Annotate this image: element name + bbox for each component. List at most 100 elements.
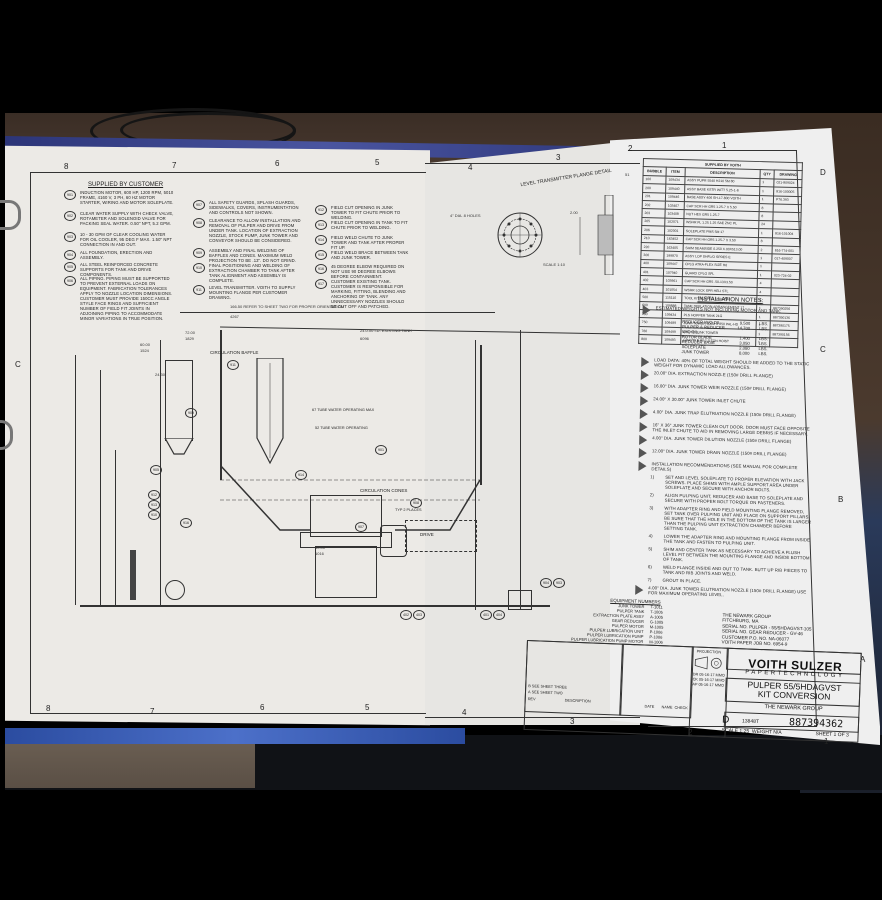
weight-value: 8,000 — [738, 350, 750, 356]
callout-bubble: 401 — [480, 610, 492, 620]
top-dim-mm: 4267 — [230, 314, 239, 319]
junk-tower — [165, 360, 193, 441]
note-text: 16" X 36" JUNK TOWER CLEAN OUT DOOR. DOO… — [652, 422, 810, 437]
installation-note: 20.00" DIA. EXTRACTION NOZZLE (150# DRIL… — [640, 369, 816, 385]
dimension-line — [75, 355, 76, 605]
table-cell: 2 — [757, 245, 773, 255]
dimension-line — [475, 340, 476, 610]
drive-motor-coupling — [380, 525, 407, 557]
zone-A: A — [860, 655, 866, 664]
drawing-number: 887394362 — [788, 717, 844, 731]
zone-2: 2 — [628, 144, 633, 153]
zone-8: 8 — [64, 162, 69, 171]
tank-wall-right — [480, 345, 482, 485]
callout-bubble: 903 — [553, 578, 565, 588]
note-bubble: 914 — [315, 235, 327, 245]
note-text: LEVEL TRANSMITTER. VOITH TO SUPPLY MOUNT… — [209, 285, 296, 300]
callout-bubble: 916 — [180, 518, 192, 528]
installation-step: 3)WITH ADAPTER RING AND FIELD MOUNTING F… — [649, 505, 813, 534]
zone-1-bottom: 1 — [824, 737, 829, 746]
typ-places-label: TYP 2 PLACES — [395, 508, 422, 512]
table-cell: 4 — [756, 287, 772, 297]
stand-pipe — [130, 550, 136, 600]
note-text: FINAL POSITIONING AND WELDING OF EXTRACT… — [209, 263, 295, 283]
binder-edge — [5, 728, 465, 744]
flange-scale: SCALE 1:10 — [543, 262, 566, 267]
step-text: LOWER THE ADAPTER RING AND MOUNTING FLAN… — [663, 533, 811, 547]
table-cell: 1 — [757, 270, 772, 280]
note-text: 20.00" DIA. EXTRACTION NOZZLE (150# DRIL… — [653, 370, 773, 379]
drive-label: DRIVE — [420, 532, 434, 537]
installation-step: 1)SET AND LEVEL SOLEPLATE TO PROPER ELEV… — [650, 474, 813, 493]
weights-note: ESTIMATED WEIGHTS NOT INCLUDING MOTOR AN… — [655, 305, 782, 314]
triangle-notes: LOAD DATA: 40% OF TOTAL WEIGHT SHOULD BE… — [638, 356, 816, 476]
weight-unit: LBS. — [759, 326, 769, 332]
note-triangle-icon — [639, 408, 649, 420]
floor-wood — [5, 742, 255, 788]
note-bubble: 909 — [193, 248, 205, 258]
note-text: 4.00" DIA. JUNK TRAP ELUTRIATION NOZZLE … — [652, 409, 796, 419]
note-bubble: 915 — [315, 250, 327, 260]
tank-dim: 24.0.00 I.D. EXISTING TANK — [360, 328, 412, 333]
note-bubble: 911 — [193, 285, 205, 295]
note-bubble: 913 — [315, 220, 327, 230]
scale-value: 1:25 — [739, 728, 750, 735]
cage-code: 13848T — [741, 718, 760, 725]
note-text: FIELD CUT OPENING IN JUNK TOWER TO FIT C… — [331, 205, 401, 220]
zone-4-bottom: 4 — [462, 708, 467, 717]
ground-line — [80, 605, 550, 607]
rev-letter: B — [528, 684, 531, 689]
dimension-line — [220, 326, 620, 335]
note-bubble: 906 — [64, 276, 76, 286]
note-text: CLEAR WATER SUPPLY WITH CHECK VALVE, ROT… — [80, 211, 174, 226]
installation-note: 16" X 36" JUNK TOWER CLEAN OUT DOOR. DOO… — [639, 421, 814, 437]
binder-ring — [0, 200, 21, 230]
dimension-line — [520, 330, 521, 610]
note-text: 12.00" DIA. JUNK TOWER DRAIN NOZZLE (150… — [651, 448, 787, 457]
tank-bottom-cones — [220, 464, 481, 531]
note-bubble: 910 — [193, 263, 205, 273]
note-text: 45 DEGREE ELBOW REQUIRED ON NOT USE 90 D… — [331, 264, 405, 279]
installation-step: 4) LOWER THE ADAPTER RING AND MOUNTING FL… — [649, 533, 812, 547]
callout-bubble: 914 — [295, 470, 307, 480]
installation-notes: INSTALLATION NOTES: ESTIMATED WEIGHTS NO… — [635, 295, 818, 602]
installation-note: INSTALLATION RECOMMENDATIONS (SEE MANUAL… — [638, 460, 813, 476]
step-number: 4) — [648, 533, 653, 539]
note-triangle-icon — [638, 447, 647, 459]
note-bubble: 907 — [193, 200, 205, 210]
installation-step: 2)ALIGN PULPING UNIT, REDUCER AND BASE T… — [650, 492, 813, 506]
note-text: 16.00" DIA. JUNK TOWER WEIR NOZZLE (150#… — [653, 383, 787, 392]
step-number: 7) — [647, 577, 652, 583]
zone-D: D — [820, 168, 826, 177]
name-header: NAME — [661, 705, 673, 710]
installation-note: 16.00" DIA. JUNK TOWER WEIR NOZZLE (150#… — [640, 382, 815, 398]
weight-value: 14,700 — [737, 325, 751, 331]
note-text: ALL STEEL REINFORCED CONCRETE SUPPORTS F… — [80, 262, 158, 277]
zone-C-left: C — [15, 360, 21, 369]
zone-5: 5 — [375, 158, 380, 167]
col-qty: QTY — [759, 169, 775, 179]
note-bubble: 903 — [64, 232, 76, 242]
step-text: WITH ADAPTER RING AND FIELD MOUNTING FLA… — [663, 505, 812, 532]
note-text: 24.00" X 30.00" JUNK TOWER INLET CHUTE — [653, 396, 746, 404]
flange-dim-note: 4" DIA. 8 HOLES — [450, 213, 481, 218]
note-bubble: 902 — [64, 211, 76, 221]
note-text: FIELD WELD CHUTE TO JUNK TOWER AND TANK … — [331, 235, 405, 250]
callout-bubble: 403 — [413, 610, 425, 620]
zone-5-bottom: 5 — [365, 703, 370, 712]
date-header: DATE — [644, 704, 655, 709]
table-cell: 4 — [756, 279, 772, 288]
callout-bubble: 404 — [493, 610, 505, 620]
table-cell: 8 — [758, 237, 773, 246]
zone-1: 1 — [722, 141, 727, 150]
check-header: CHECK — [674, 705, 688, 711]
sheet-value: 1 OF 3 — [833, 731, 849, 739]
note-bubble: 912 — [315, 205, 327, 215]
water-op-label: 52 tube water operating — [315, 426, 368, 430]
